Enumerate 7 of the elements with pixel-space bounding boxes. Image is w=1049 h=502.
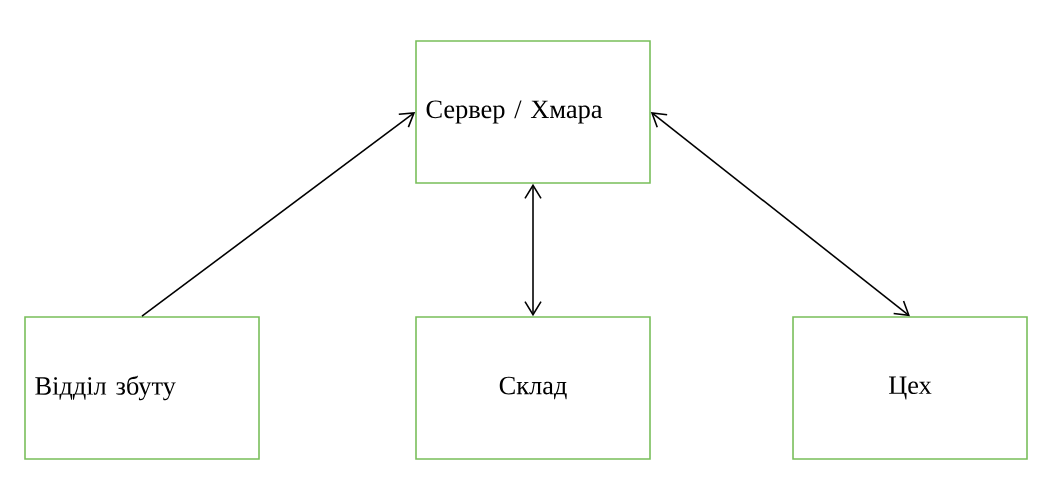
box: Відділ збуту [24, 316, 260, 460]
box: Сервер / Хмара [415, 40, 651, 184]
arrow [524, 183, 542, 317]
arrow [650, 112, 910, 317]
box: Склад [415, 316, 651, 460]
box: Цех [792, 316, 1028, 460]
arrow [141, 112, 416, 317]
